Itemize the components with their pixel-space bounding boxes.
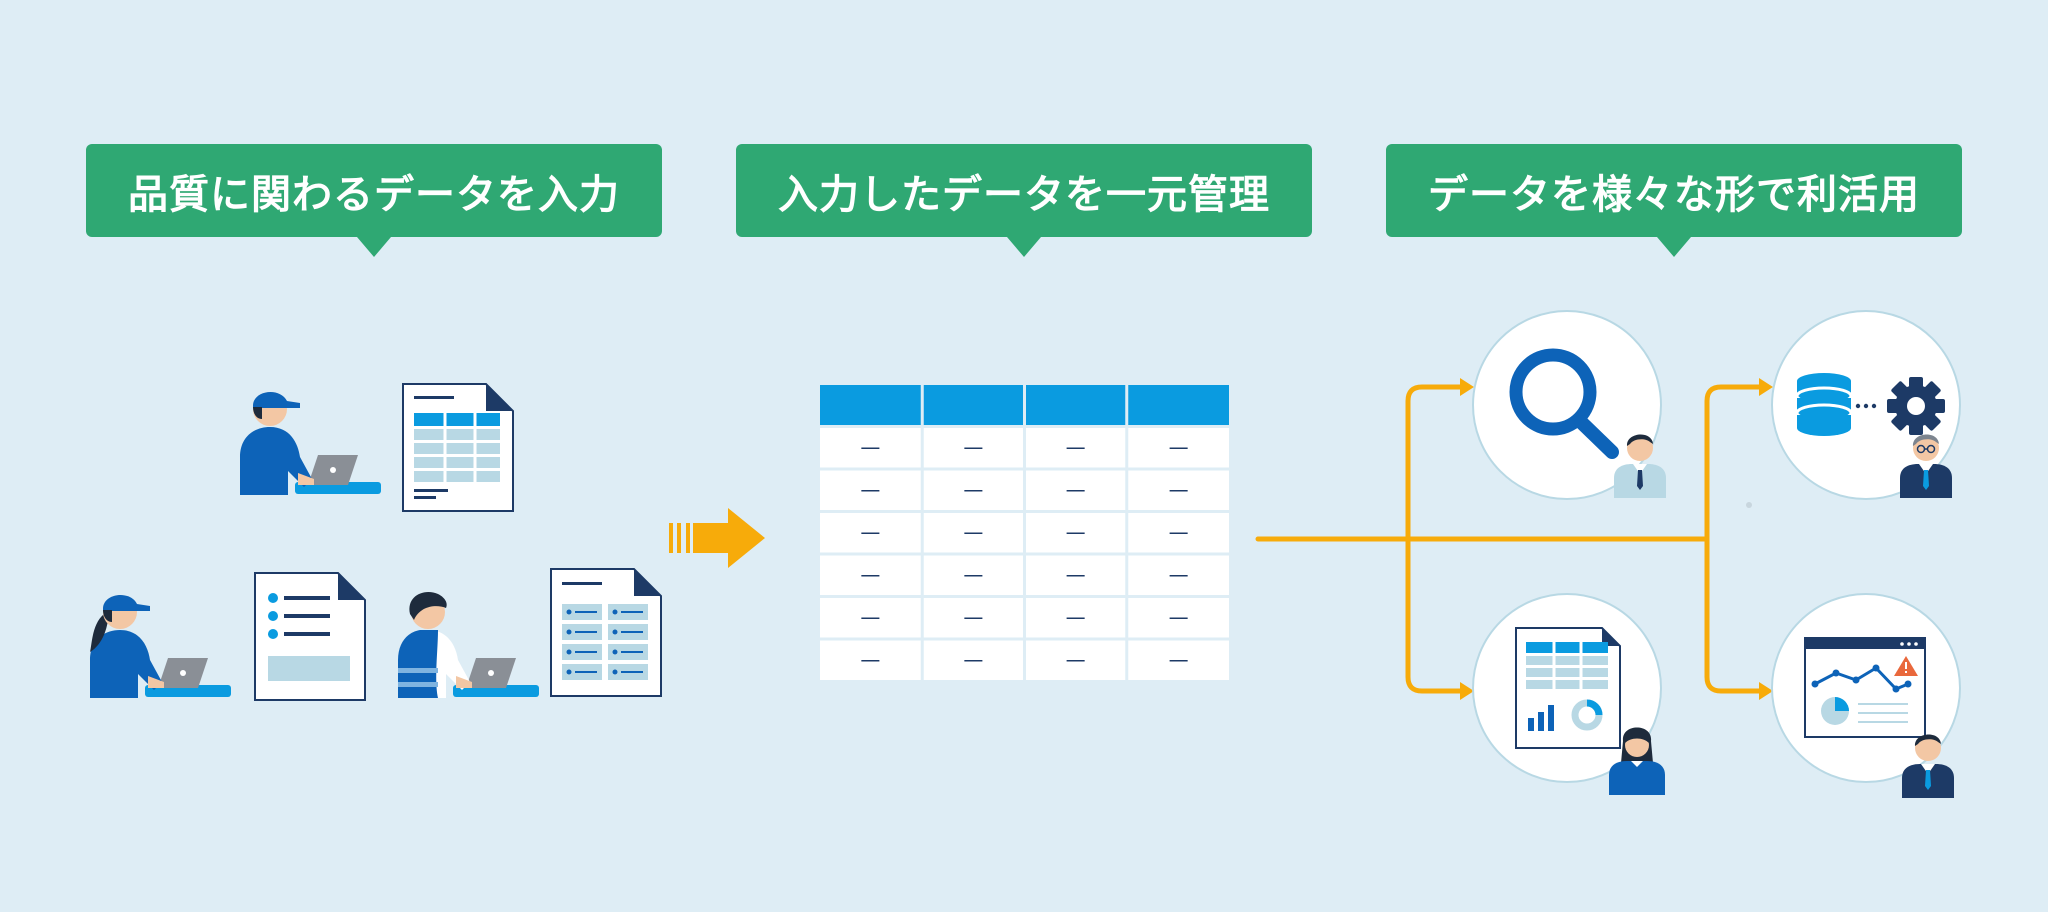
table-cell-text: — [1066,520,1086,544]
table-cell [1128,428,1229,468]
table-cell-text: — [1169,562,1189,586]
table-cell [1128,598,1229,638]
table-cell [820,470,921,510]
flow-arrow-icon [669,508,765,568]
checklist-form-icon [254,572,366,701]
table-cell-text: — [1169,647,1189,671]
worker-laptop-icon [240,391,381,495]
table-cell-text: — [963,520,983,544]
table-cell-text: — [860,477,880,501]
table-cell [1026,470,1126,510]
table-cell [1128,470,1229,510]
central-data-table: — — — — — — — — — — — — — — — — — — — — — — — — [820,385,1229,683]
table-cell-text: — [1169,605,1189,629]
table-cell-text: — [963,605,983,629]
spreadsheet-form-icon [402,383,514,512]
table-cell-text: — [1066,435,1086,459]
step-label-utilize: データを様々な形で利活用 [1386,144,1962,257]
worker-laptop-icon [398,592,539,698]
table-cell-text: — [1169,477,1189,501]
table-cell [1026,428,1126,468]
table-cell-text: — [860,605,880,629]
table-cell-text: — [963,562,983,586]
table-cell [923,598,1023,638]
table-cell-text: — [860,520,880,544]
table-cell [1026,598,1126,638]
table-cell-text: — [963,435,983,459]
worker-laptop-icon [90,594,231,698]
monitoring-dashboard-icon [1771,593,1961,798]
step-label-manage: 入力したデータを一元管理 [736,144,1312,257]
table-cell [923,513,1023,553]
table-cell [923,470,1023,510]
table-cell-text: — [1066,477,1086,501]
table-header-cell [923,385,1023,425]
table-cell-text: — [1066,605,1086,629]
table-cell [820,513,921,553]
distribution-lines [1255,384,1764,694]
table-header-cell [1128,385,1229,425]
table-cell-text: — [963,647,983,671]
table-cell [820,555,921,595]
table-cell-text: — [1169,520,1189,544]
grid-form-icon [550,568,662,697]
report-chart-icon [1472,593,1665,795]
table-cell [923,640,1023,680]
table-cell [923,555,1023,595]
search-icon [1472,310,1666,500]
table-cell [820,640,921,680]
table-cell-text: — [1066,647,1086,671]
table-cell [1128,513,1229,553]
table-header-cell [820,385,921,425]
table-cell [1128,640,1229,680]
database-gear-icon [1771,310,1961,500]
table-cell [1026,555,1126,595]
table-cell-text: — [1169,435,1189,459]
table-cell-text: — [1066,562,1086,586]
table-cell-text: — [860,435,880,459]
step-label-input: 品質に関わるデータを入力 [86,144,662,257]
table-cell-text: — [860,562,880,586]
table-cell [923,428,1023,468]
table-header-cell [1026,385,1126,425]
table-cell [1026,513,1126,553]
table-cell-text: — [963,477,983,501]
table-cell-text: — [860,647,880,671]
table-cell [1026,640,1126,680]
table-cell [820,598,921,638]
table-cell [1128,555,1229,595]
table-cell [820,428,921,468]
distribution-arrowheads [1460,378,1773,700]
